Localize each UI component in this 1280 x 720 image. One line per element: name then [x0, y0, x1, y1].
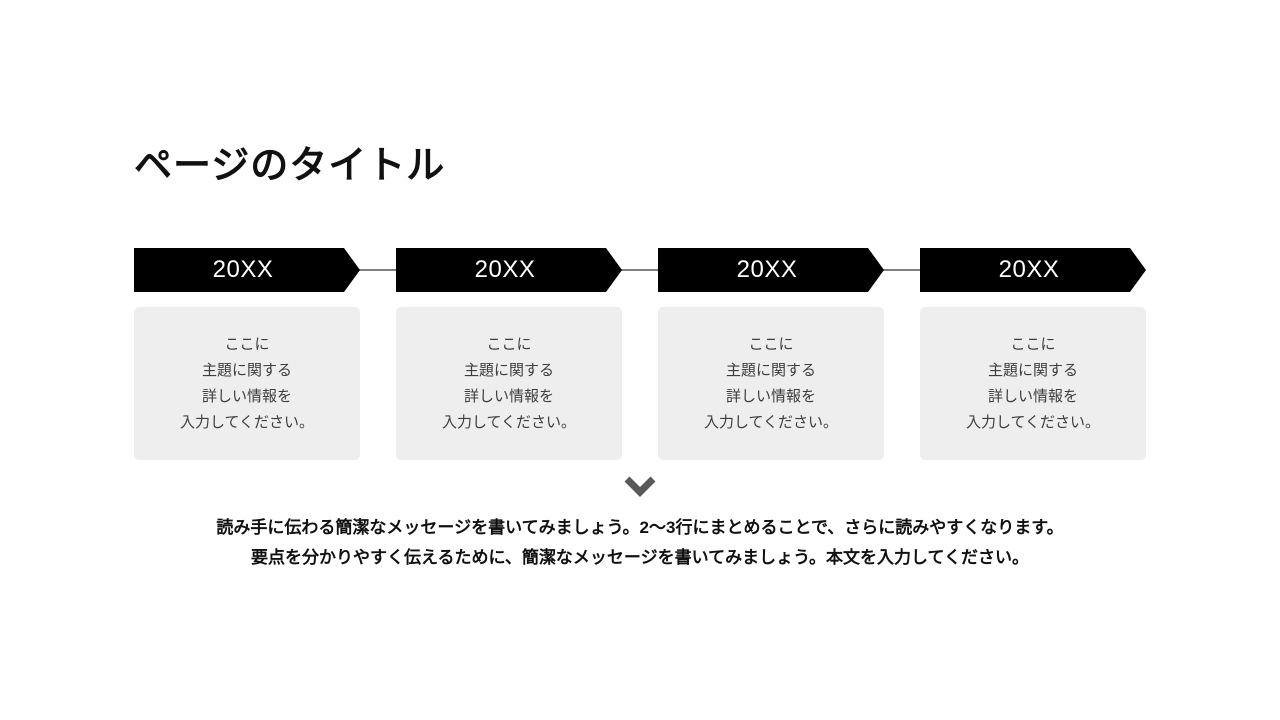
timeline-detail-card-1: ここに 主題に関する 詳しい情報を 入力してください。	[134, 307, 360, 460]
timeline-detail-text: ここに 主題に関する 詳しい情報を 入力してください。	[966, 332, 1100, 436]
detail-line: 入力してください。	[179, 413, 315, 431]
timeline-detail-text: ここに 主題に関する 詳しい情報を 入力してください。	[442, 332, 576, 436]
detail-line: 入力してください。	[703, 413, 839, 431]
footer-message: 読み手に伝わる簡潔なメッセージを書いてみましょう。2～3行にまとめることで、さら…	[0, 513, 1280, 573]
detail-line: 入力してください。	[441, 413, 577, 431]
timeline-detail-card-4: ここに 主題に関する 詳しい情報を 入力してください。	[920, 307, 1146, 460]
detail-line: 入力してください。	[965, 413, 1101, 431]
timeline-year-label: 20XX	[998, 256, 1060, 283]
timeline-year-label: 20XX	[736, 256, 798, 283]
detail-line: 主題に関する	[725, 361, 816, 379]
detail-line: ここに	[748, 335, 794, 353]
timeline-year-label: 20XX	[474, 256, 536, 283]
detail-line: 主題に関する	[201, 361, 292, 379]
detail-line: ここに	[486, 335, 532, 353]
timeline-arrow-row: 20XX 20XX 20XX 20XX	[134, 248, 1146, 292]
footer-line-1: 読み手に伝わる簡潔なメッセージを書いてみましょう。2～3行にまとめることで、さら…	[216, 518, 1064, 537]
timeline-connector-line	[144, 269, 1136, 271]
timeline: 20XX 20XX 20XX 20XX ここに 主題に関する 詳しい情報を 入力…	[134, 248, 1146, 460]
timeline-detail-text: ここに 主題に関する 詳しい情報を 入力してください。	[704, 332, 838, 436]
timeline-detail-text: ここに 主題に関する 詳しい情報を 入力してください。	[180, 332, 314, 436]
timeline-year-arrow-1: 20XX	[134, 248, 360, 292]
detail-line: ここに	[1010, 335, 1056, 353]
detail-line: 詳しい情報を	[463, 387, 554, 405]
timeline-year-arrow-3: 20XX	[658, 248, 884, 292]
detail-line: 詳しい情報を	[201, 387, 292, 405]
timeline-year-arrow-2: 20XX	[396, 248, 622, 292]
timeline-detail-card-2: ここに 主題に関する 詳しい情報を 入力してください。	[396, 307, 622, 460]
detail-line: 主題に関する	[987, 361, 1078, 379]
timeline-detail-card-3: ここに 主題に関する 詳しい情報を 入力してください。	[658, 307, 884, 460]
detail-line: 詳しい情報を	[987, 387, 1078, 405]
timeline-year-arrow-4: 20XX	[920, 248, 1146, 292]
timeline-year-label: 20XX	[212, 256, 274, 283]
detail-line: 主題に関する	[463, 361, 554, 379]
timeline-cards-row: ここに 主題に関する 詳しい情報を 入力してください。 ここに 主題に関する 詳…	[134, 307, 1146, 460]
detail-line: 詳しい情報を	[725, 387, 816, 405]
footer-line-2: 要点を分かりやすく伝えるために、簡潔なメッセージを書いてみましょう。本文を入力し…	[250, 548, 1030, 567]
detail-line: ここに	[224, 335, 270, 353]
chevron-down-icon	[0, 476, 1280, 498]
page-title: ページのタイトル	[134, 145, 446, 187]
